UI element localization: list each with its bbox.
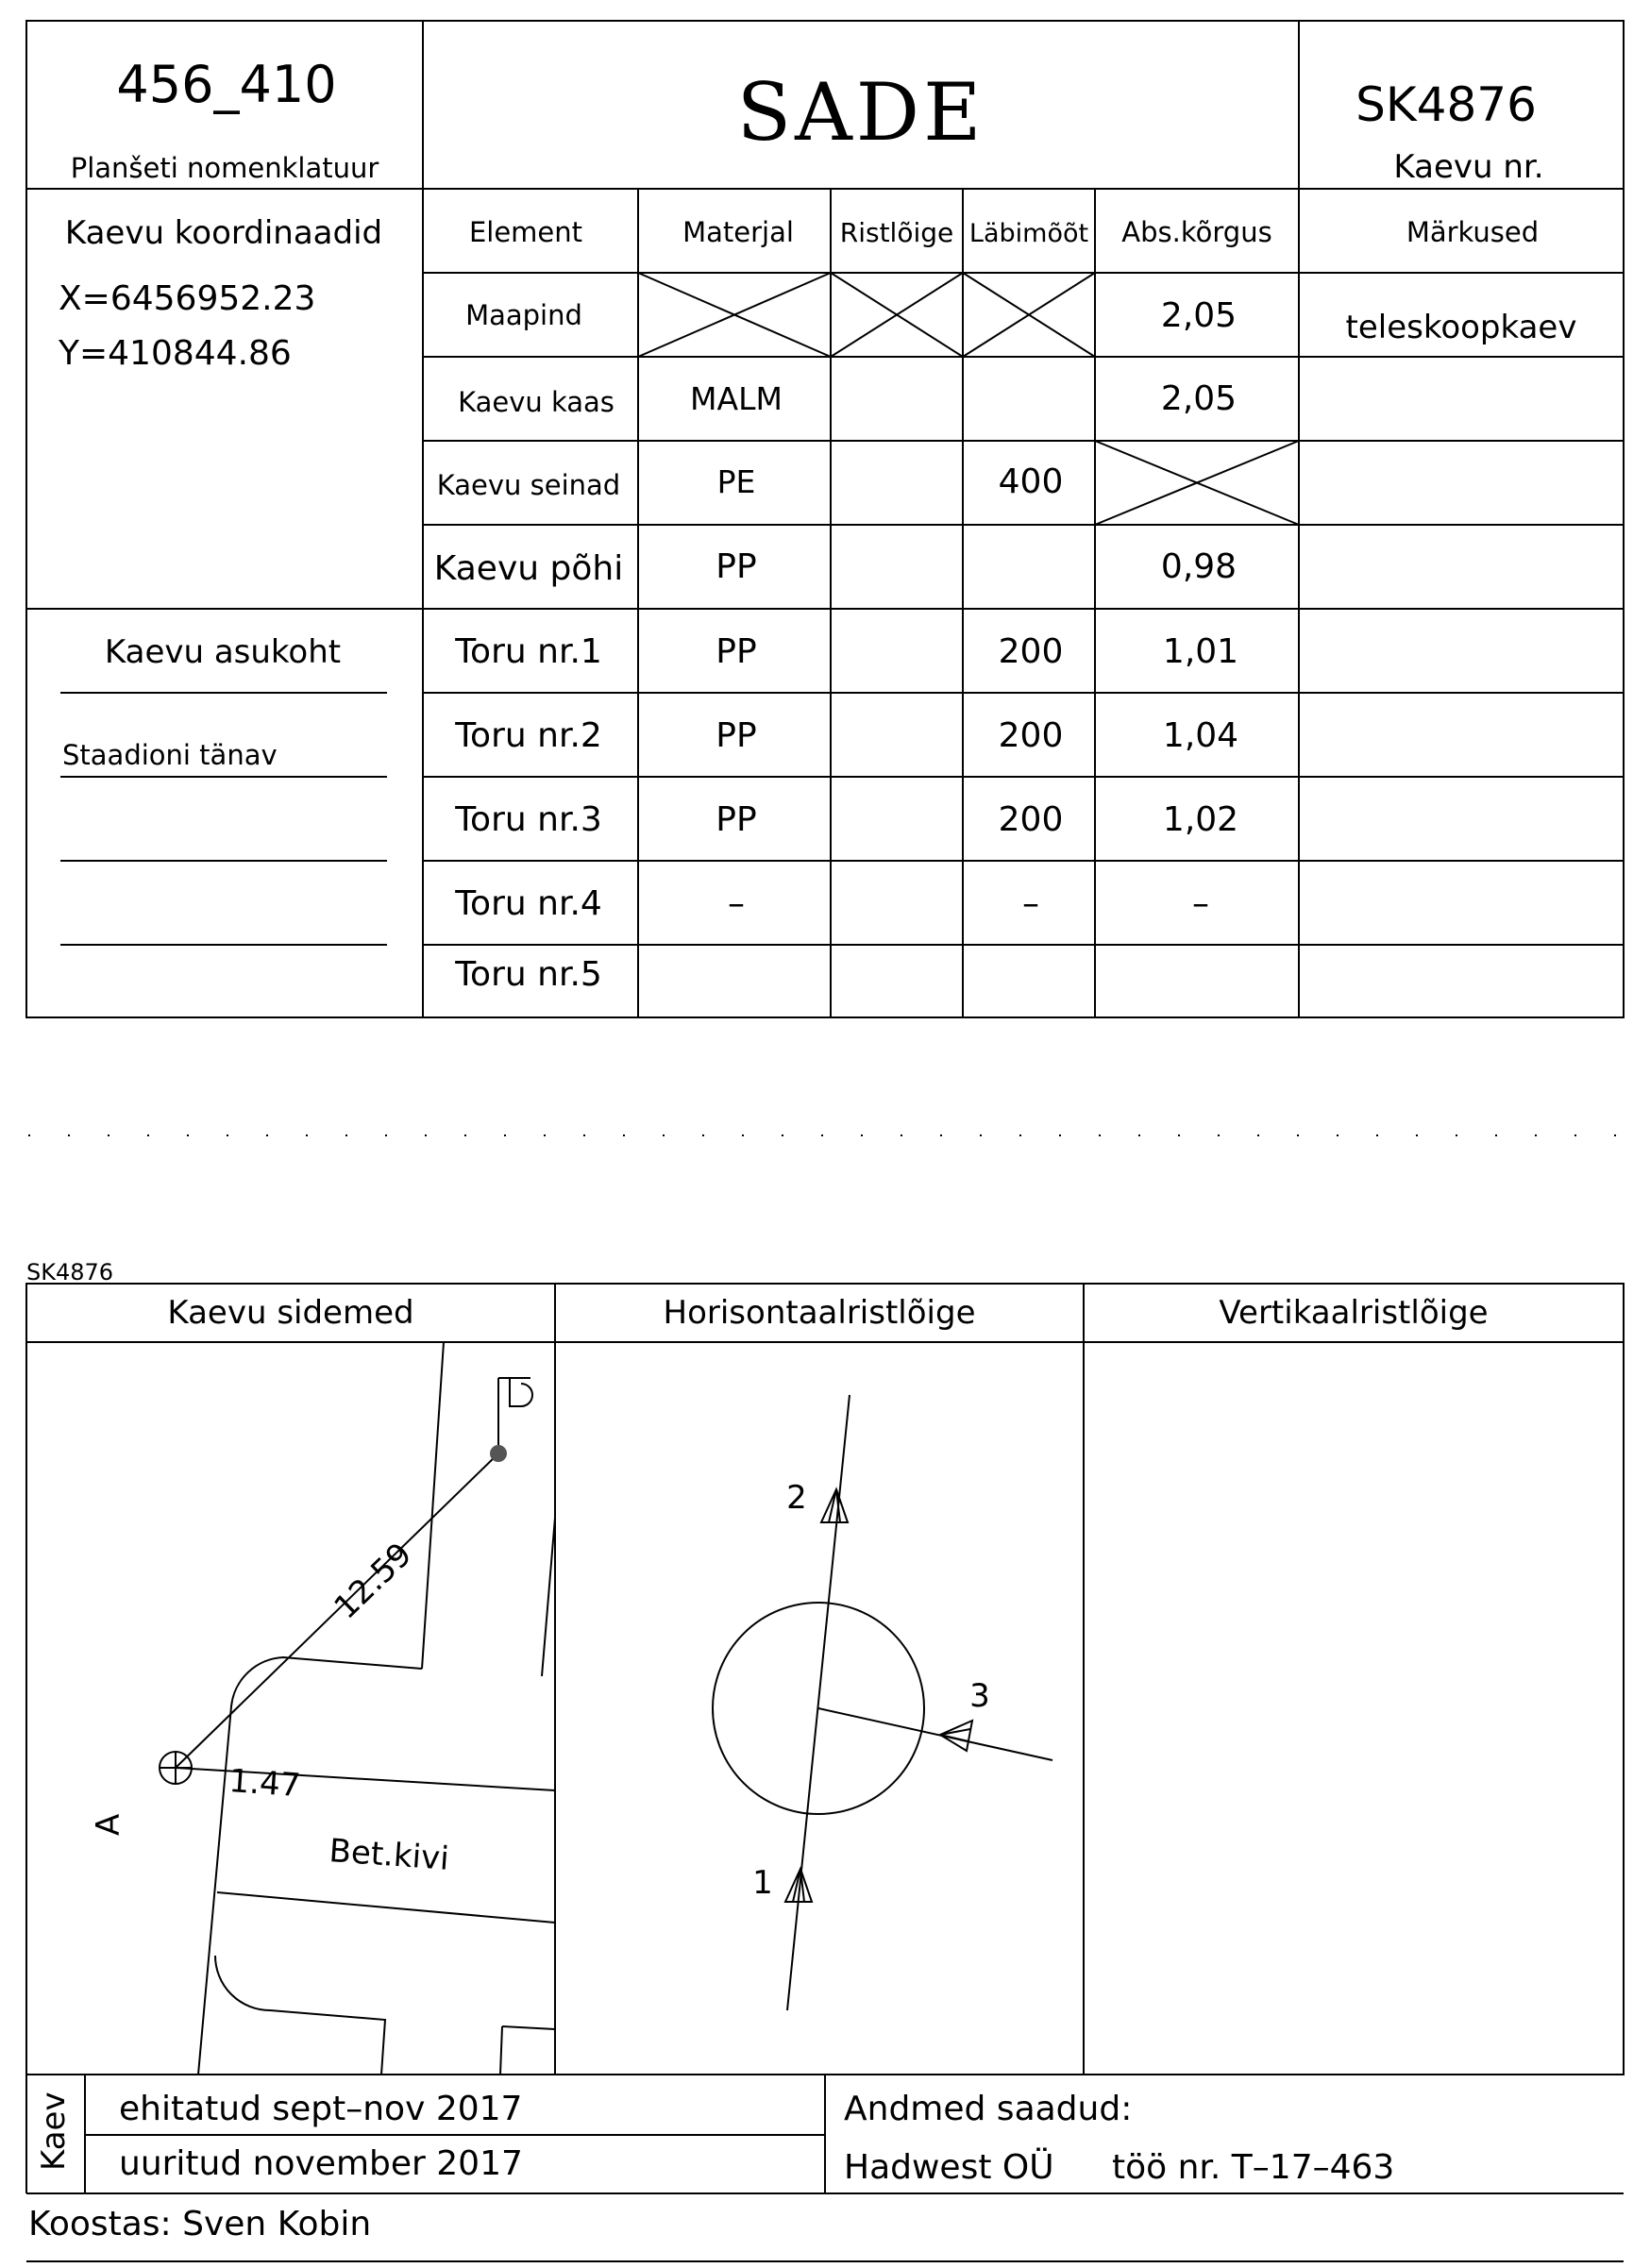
col-header-ristloige: Ristlõige: [840, 217, 954, 248]
footer-author: Koostas: Sven Kobin: [28, 2205, 371, 2243]
table-row-toru-3: Toru nr.3 PP 200 1,02: [454, 800, 1238, 839]
building-edge-right: [541, 1517, 556, 1677]
curb-curve-bottom: [214, 1955, 387, 2075]
footer-surveyed: uuritud november 2017: [119, 2144, 523, 2183]
pipe-2-arrow-icon: [819, 1487, 850, 1523]
table-row-toru-5: Toru nr.5: [454, 955, 602, 994]
table-row-maapind: Maapind 2,05 teleskoopkaev: [465, 296, 1576, 346]
well-number-label: Kaevu nr.: [1393, 148, 1543, 186]
cell-materjal: PP: [716, 716, 756, 755]
pipe-label-2: 2: [786, 1479, 807, 1517]
cell-element: Kaevu kaas: [458, 386, 615, 418]
road-edge-lower: [216, 1891, 556, 1924]
table-row-toru-1: Toru nr.1 PP 200 1,01: [454, 632, 1238, 671]
cell-materjal: PP: [716, 547, 756, 586]
cell-labimoot: 200: [999, 716, 1064, 755]
location-street: Staadioni tänav: [62, 739, 278, 771]
footer-work-number: töö nr. T–17–463: [1112, 2148, 1394, 2187]
cell-labimoot: 400: [999, 462, 1064, 501]
footer-data-label: Andmed saadud:: [844, 2090, 1132, 2128]
table-header-row: Element Materjal Ristlõige Läbimõõt Abs.…: [469, 216, 1539, 248]
col-header-materjal: Materjal: [682, 216, 794, 248]
cell-materjal: PP: [716, 800, 756, 839]
cell-markused: teleskoopkaev: [1346, 309, 1577, 346]
lamp-post-icon: [490, 1377, 533, 1462]
well-crosshair-icon: [159, 1751, 193, 1785]
cell-element: Kaevu põhi: [434, 549, 623, 588]
col-header-element: Element: [469, 216, 582, 248]
surface-label: Bet.kivi: [328, 1832, 450, 1878]
col-header-labimoot: Läbimõõt: [969, 219, 1088, 248]
cell-abs: 2,05: [1161, 379, 1237, 418]
road-edge-upper: [175, 1767, 556, 1791]
table-row-kaevu-pohi: Kaevu põhi PP 0,98: [434, 547, 1237, 588]
cell-abs: –: [1192, 884, 1209, 923]
cell-abs: 0,98: [1161, 547, 1237, 586]
cell-element: Toru nr.3: [454, 800, 602, 839]
maapind-materjal-cross: [637, 272, 832, 358]
cell-element: Toru nr.5: [454, 955, 602, 994]
col-header-abs: Abs.kõrgus: [1121, 216, 1271, 248]
sidemed-sketch: [175, 1341, 556, 2075]
footer-frame: [25, 2075, 1624, 2262]
curb-curve-top: [197, 1655, 423, 2075]
cell-labimoot: –: [1022, 884, 1039, 923]
panel-title-horisontaal: Horisontaalristlõige: [664, 1294, 976, 1332]
nomenclature-value: 456_410: [116, 55, 336, 114]
pipe-label-3: 3: [969, 1677, 990, 1715]
maapind-labimoot-cross: [962, 272, 1096, 358]
distance-long-label: 12.59: [327, 1536, 419, 1626]
table-row-kaevu-kaas: Kaevu kaas MALM 2,05: [458, 379, 1237, 418]
seinad-abs-cross: [1094, 440, 1300, 526]
cell-abs: 1,01: [1163, 632, 1238, 671]
page-title: SADE: [737, 66, 985, 159]
cell-labimoot: 200: [999, 632, 1064, 671]
well-circle: [712, 1602, 925, 1815]
horisontaal-sketch: [712, 1394, 1053, 2011]
cell-abs: 1,02: [1163, 800, 1238, 839]
maapind-ristloige-cross: [830, 272, 964, 358]
footer-built: ehitatud sept–nov 2017: [119, 2090, 522, 2128]
cell-labimoot: 200: [999, 800, 1064, 839]
cell-materjal: PP: [716, 632, 756, 671]
pipe-label-1: 1: [752, 1864, 773, 1902]
coordinate-x: X=6456952.23: [59, 279, 315, 318]
pipe-1-arrow-icon: [783, 1866, 814, 1903]
well-number-value: SK4876: [1355, 77, 1537, 132]
nomenclature-label: Planšeti nomenklatuur: [71, 152, 379, 184]
drawing-small-label: SK4876: [26, 1259, 113, 1285]
pipe-3-arrow-icon: [937, 1719, 974, 1753]
distance-line-long: [175, 1453, 499, 1769]
cell-element: Toru nr.2: [454, 716, 602, 755]
location-label: Kaevu asukoht: [105, 633, 341, 671]
footer-side-label: Kaev: [35, 2092, 73, 2171]
cell-materjal: MALM: [690, 380, 783, 417]
curb-edge-bottom-right-v: [499, 2025, 503, 2075]
coordinates-label: Kaevu koordinaadid: [65, 214, 382, 252]
point-label-a: A: [90, 1814, 127, 1836]
cell-materjal: PE: [717, 463, 756, 500]
table-row-toru-4: Toru nr.4 – – –: [454, 884, 1209, 923]
cell-materjal: –: [728, 884, 745, 923]
cell-abs: 1,04: [1163, 716, 1238, 755]
panel-title-vertikaal: Vertikaalristlõige: [1219, 1294, 1488, 1332]
panel-title-sidemed: Kaevu sidemed: [167, 1294, 413, 1332]
cell-abs: 2,05: [1161, 296, 1237, 335]
cell-element: Kaevu seinad: [437, 469, 620, 501]
table-row-toru-2: Toru nr.2 PP 200 1,04: [454, 716, 1238, 755]
cell-element: Toru nr.1: [454, 632, 602, 671]
col-header-markused: Märkused: [1406, 216, 1539, 248]
distance-short-label: 1.47: [227, 1762, 301, 1805]
coordinate-y: Y=410844.86: [58, 334, 292, 373]
cell-element: Toru nr.4: [454, 884, 602, 923]
info-table: [25, 20, 1625, 1018]
cell-element: Maapind: [465, 299, 582, 331]
building-edge: [421, 1341, 445, 1670]
curb-edge-bottom-right: [501, 2025, 556, 2030]
pipe-line-3: [817, 1707, 1053, 1761]
table-row-kaevu-seinad: Kaevu seinad PE 400: [437, 462, 1064, 501]
footer-company: Hadwest OÜ: [844, 2147, 1054, 2187]
